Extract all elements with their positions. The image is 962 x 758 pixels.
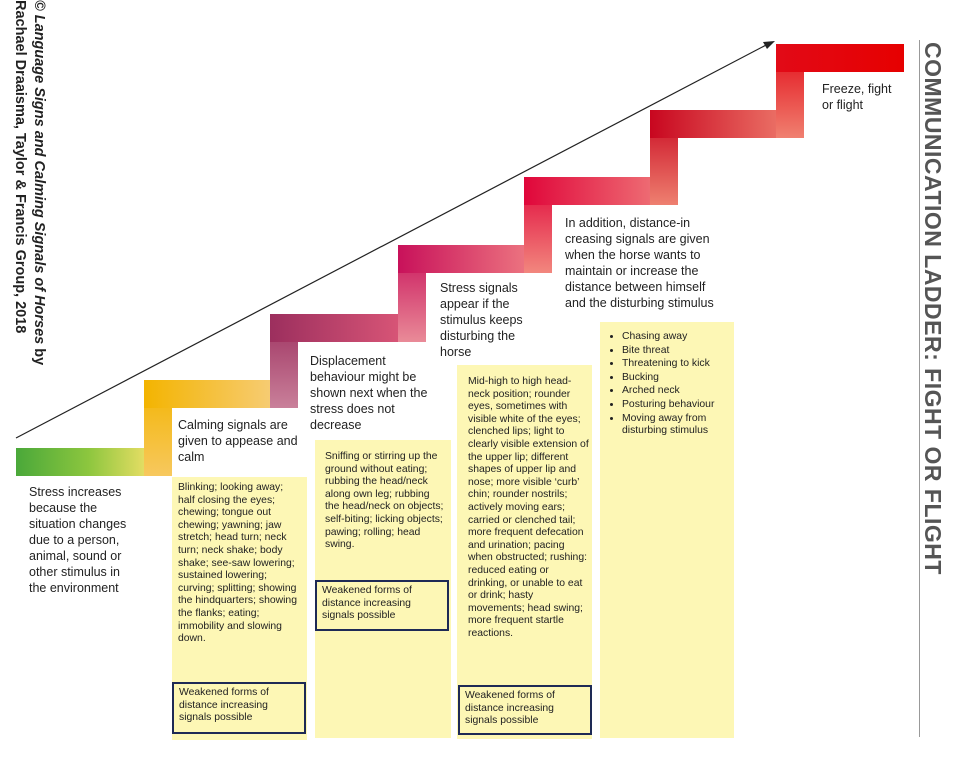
step-5-label: In addition, distance-in creasing signal… bbox=[565, 216, 714, 310]
stress-signals-box bbox=[457, 365, 592, 739]
step-4-label: Stress signals appear if the stimulus ke… bbox=[440, 281, 523, 359]
step-2-label: Calming signals are given to appease and… bbox=[178, 418, 298, 464]
displacement-weakened-note: Weakened forms of distance increasing si… bbox=[315, 580, 449, 631]
title-divider bbox=[919, 40, 920, 737]
distance-signal-item: Posturing behaviour bbox=[622, 399, 724, 412]
step-4-tread bbox=[398, 245, 548, 273]
distance-signals-list: Chasing away Bite threat Threatening to … bbox=[610, 331, 724, 439]
calming-weakened-note: Weakened forms of distance increasing si… bbox=[172, 682, 306, 734]
step-3-label: Displacement behaviour might be shown ne… bbox=[310, 354, 428, 432]
distance-signal-item: Arched neck bbox=[622, 385, 724, 398]
step-3-tread bbox=[270, 314, 418, 342]
calming-signals-list: Blinking; looking away; half closing the… bbox=[178, 482, 297, 645]
step-7-tread bbox=[776, 44, 904, 72]
distance-signal-item: Bucking bbox=[622, 372, 724, 385]
distance-signal-item: Bite threat bbox=[622, 345, 724, 358]
step-6-tread bbox=[650, 110, 800, 138]
stress-signals-list: Mid-high to high head-neck position; rou… bbox=[468, 376, 589, 639]
distance-signals-box bbox=[600, 322, 734, 738]
escalation-arrow-line bbox=[15, 43, 769, 439]
step-1-label: Stress increases because the situation c… bbox=[29, 485, 127, 595]
distance-signal-item: Threatening to kick bbox=[622, 358, 724, 371]
distance-signal-item: Moving away from disturbing stimulus bbox=[622, 413, 724, 438]
stress-weakened-note: Weakened forms of distance increasing si… bbox=[458, 685, 592, 735]
step-6-label: Freeze, fight or flight bbox=[822, 82, 892, 112]
displacement-list: Sniffing or stirring up the ground witho… bbox=[325, 451, 444, 551]
distance-signal-item: Chasing away bbox=[622, 331, 724, 344]
step-2-tread bbox=[144, 380, 288, 408]
step-1-tread bbox=[16, 448, 160, 476]
step-5-tread bbox=[524, 177, 674, 205]
escalation-arrowhead bbox=[763, 41, 775, 49]
